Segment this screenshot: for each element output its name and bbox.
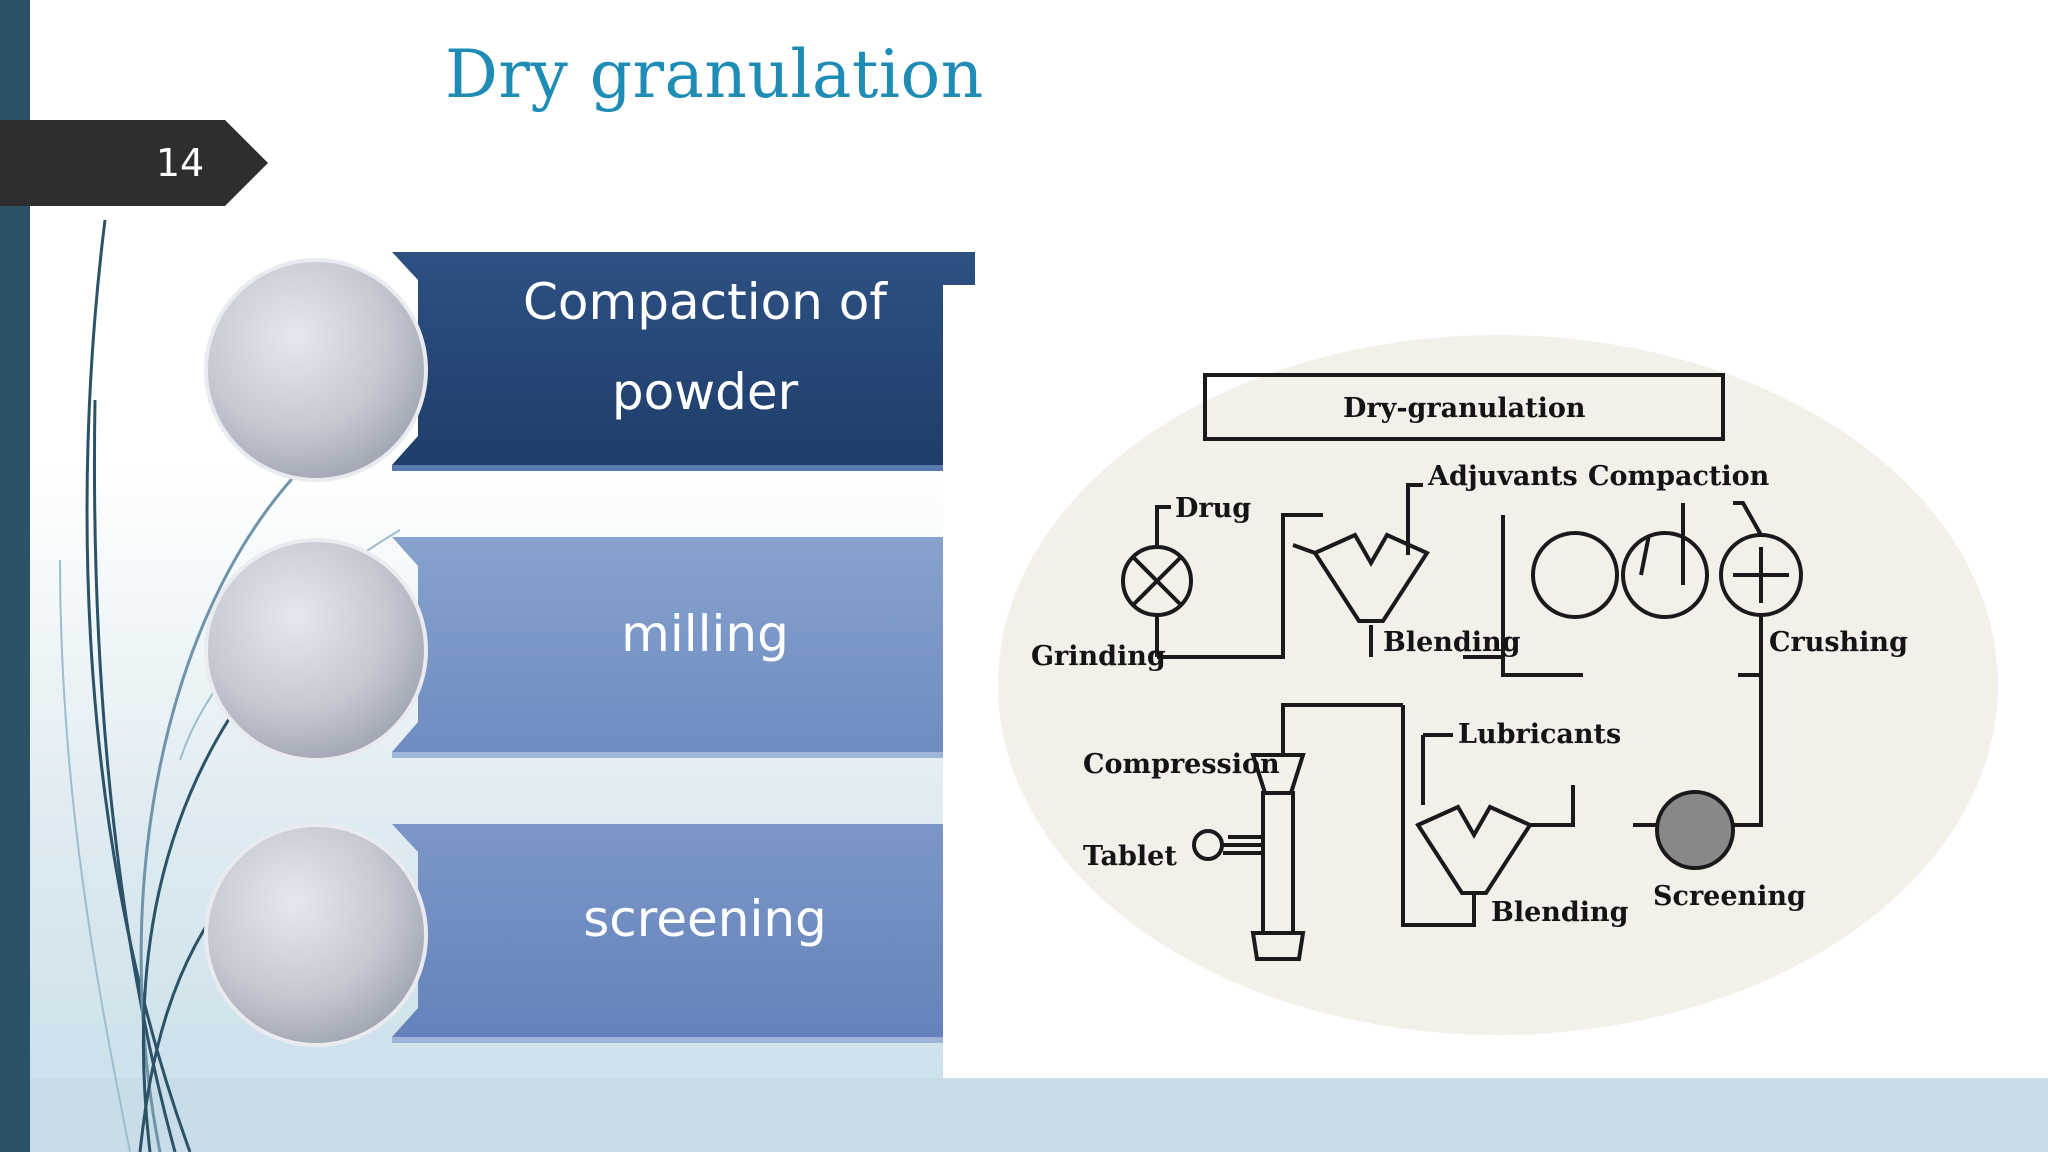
slide-title: Dry granulation [445,36,984,113]
label-blending-bottom: Blending [1491,897,1629,928]
flowchart-header-box [1203,373,1725,441]
label-grinding: Grinding [1031,641,1166,672]
label-lubricants: Lubricants [1458,719,1621,750]
label-crushing: Crushing [1769,627,1908,658]
flowchart-header: Dry-granulation [1343,393,1586,424]
label-compression: Compression [1083,749,1280,780]
slide-number: 14 [155,141,205,185]
label-drug: Drug [1175,493,1251,524]
step-label-compaction-line1: Compaction of [523,273,887,331]
label-tablet: Tablet [1083,841,1177,872]
label-compaction: Compaction [1588,461,1770,492]
label-blending-top: Blending [1383,627,1521,658]
label-screening: Screening [1653,881,1806,912]
label-adjuvants: Adjuvants [1427,461,1578,492]
flowchart-image: Dry-granulation Drug Adjuvants Compactio… [943,285,2048,1078]
step-circle [204,823,428,1047]
step-milling [204,537,975,762]
slide-number-tab [0,120,268,206]
step-screening [204,823,975,1047]
step-label-compaction-line2: powder [611,363,799,421]
dry-granulation-flowchart: Dry-granulation Drug Adjuvants Compactio… [998,335,1998,1035]
step-compaction [204,252,975,482]
bottom-band [30,1078,2048,1152]
step-circle [204,258,428,482]
step-label-milling: milling [621,605,789,663]
step-label-screening: screening [583,890,827,948]
step-circle [204,538,428,762]
